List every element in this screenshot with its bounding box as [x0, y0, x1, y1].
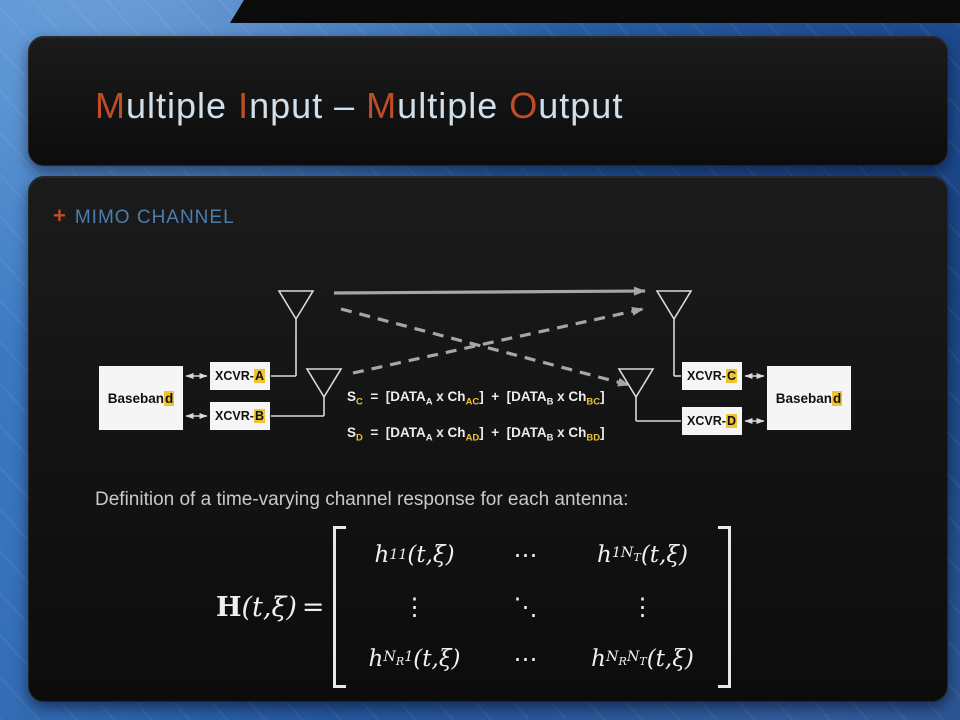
title-accent-letter: M — [95, 85, 126, 127]
matrix-lhs: H(t,ξ)= — [216, 592, 325, 623]
box-label: XCVR- — [215, 409, 254, 423]
title-text-segment: utput — [538, 85, 624, 127]
box-label-highlight: d — [832, 390, 843, 406]
xcvr-d-box: XCVR-D — [681, 406, 743, 436]
box-label-highlight: C — [725, 369, 737, 383]
title-accent-letter: M — [366, 85, 398, 127]
xcvr-c-box: XCVR-C — [681, 361, 743, 391]
signal-equation-sc: SC = [DATAA x ChAC] + [DATAB x ChBC] — [347, 389, 605, 408]
signal-equation-sd: SD = [DATAA x ChAD] + [DATAB x ChBD] — [347, 425, 605, 444]
box-label: XCVR- — [215, 369, 254, 383]
matrix-vdots-left: ⋮ — [402, 593, 427, 621]
channel-path-ad — [340, 307, 630, 387]
antenna-left-top-icon — [271, 290, 315, 377]
channel-path-ac — [333, 286, 646, 296]
box-label-highlight: d — [164, 390, 175, 406]
matrix-ddots: ⋱ — [513, 593, 538, 621]
title-card: Multiple Input – Multiple Output — [28, 36, 948, 166]
bullet-label: MIMO CHANNEL — [74, 207, 235, 228]
title-text-segment: ultiple — [397, 85, 510, 127]
title-text-segment: ultiple — [126, 85, 239, 127]
matrix-cdots-bottom: ⋯ — [513, 645, 538, 673]
matrix-cdots-top: ⋯ — [513, 541, 538, 569]
matrix-equals: = — [301, 591, 325, 623]
box-label-highlight: A — [253, 369, 265, 383]
box-label: XCVR- — [687, 414, 726, 428]
title-accent-letter: I — [238, 85, 250, 127]
matrix-vdots-right: ⋮ — [630, 593, 655, 621]
box-label-highlight: D — [725, 414, 737, 428]
content-card: + MIMO CHANNEL — [28, 176, 948, 702]
plus-bullet-icon: + — [53, 203, 66, 228]
box-label: Baseban — [775, 390, 833, 406]
box-label: XCVR- — [687, 369, 726, 383]
matrix-bracket-left — [332, 526, 346, 688]
bullet-row: + MIMO CHANNEL — [53, 203, 235, 229]
box-label-highlight: B — [253, 409, 265, 423]
top-accent-strip — [230, 0, 960, 23]
slide-title: Multiple Input – Multiple Output — [95, 86, 623, 126]
box-label: Baseban — [107, 390, 165, 406]
matrix-h-symbol: H — [216, 591, 242, 623]
antenna-right-bottom-icon — [617, 368, 681, 422]
xcvr-b-box: XCVR-B — [209, 401, 271, 431]
channel-path-bc — [352, 306, 644, 375]
title-accent-letter: O — [509, 85, 539, 127]
matrix-lhs-args: (t,ξ) — [241, 591, 297, 623]
matrix-bracket-right — [717, 526, 731, 688]
antenna-right-top-icon — [655, 290, 693, 377]
antenna-left-bottom-icon — [271, 368, 343, 417]
title-text-segment: nput – — [249, 85, 367, 127]
mimo-channel-diagram — [185, 286, 765, 424]
definition-text: Definition of a time-varying channel res… — [95, 489, 629, 510]
xcvr-a-box: XCVR-A — [209, 361, 271, 391]
